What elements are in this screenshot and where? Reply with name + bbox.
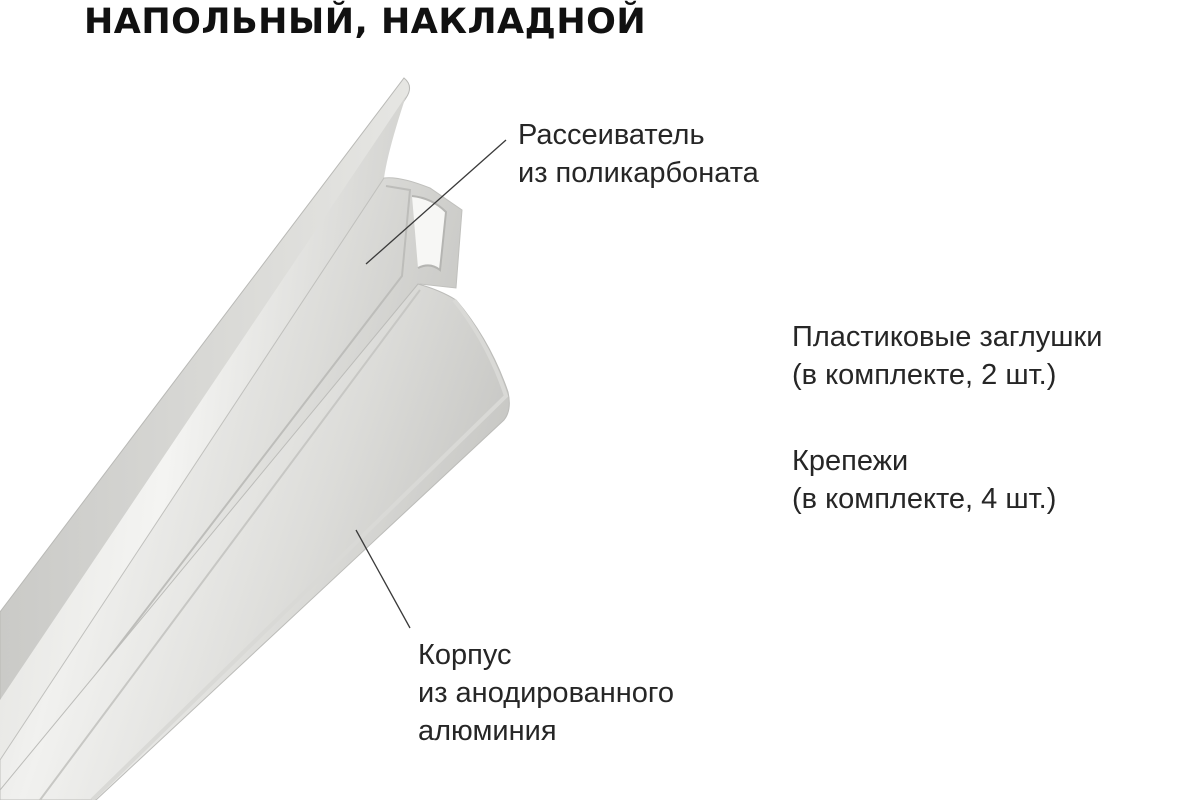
callout-body-line1: Корпус	[418, 639, 512, 671]
callout-end-caps: Пластиковые заглушки (в комплекте, 2 шт.…	[792, 318, 1102, 394]
callout-body-line3: алюминия	[418, 715, 557, 747]
leader-line-diffuser	[365, 139, 507, 265]
callout-end-caps-line2: (в комплекте, 2 шт.)	[792, 359, 1057, 391]
callout-mounts-line2: (в комплекте, 4 шт.)	[792, 483, 1057, 515]
callout-end-caps-line1: Пластиковые заглушки	[792, 321, 1103, 353]
callout-mounts: Крепежи (в комплекте, 4 шт.)	[792, 442, 1056, 518]
callout-body-line2: из анодированного	[418, 677, 675, 709]
callout-body: Корпус из анодированного алюминия	[418, 636, 674, 750]
profile-top-face	[0, 96, 406, 760]
callout-diffuser: Рассеиватель из поликарбоната	[518, 116, 759, 192]
callout-diffuser-line2: из поликарбоната	[518, 157, 759, 189]
callout-diffuser-line1: Рассеиватель	[518, 119, 705, 151]
leader-line-body	[355, 529, 411, 629]
profile-body	[0, 283, 510, 800]
page-title: НАПОЛЬНЫЙ, НАКЛАДНОЙ	[84, 2, 647, 42]
callout-mounts-line1: Крепежи	[792, 445, 909, 477]
